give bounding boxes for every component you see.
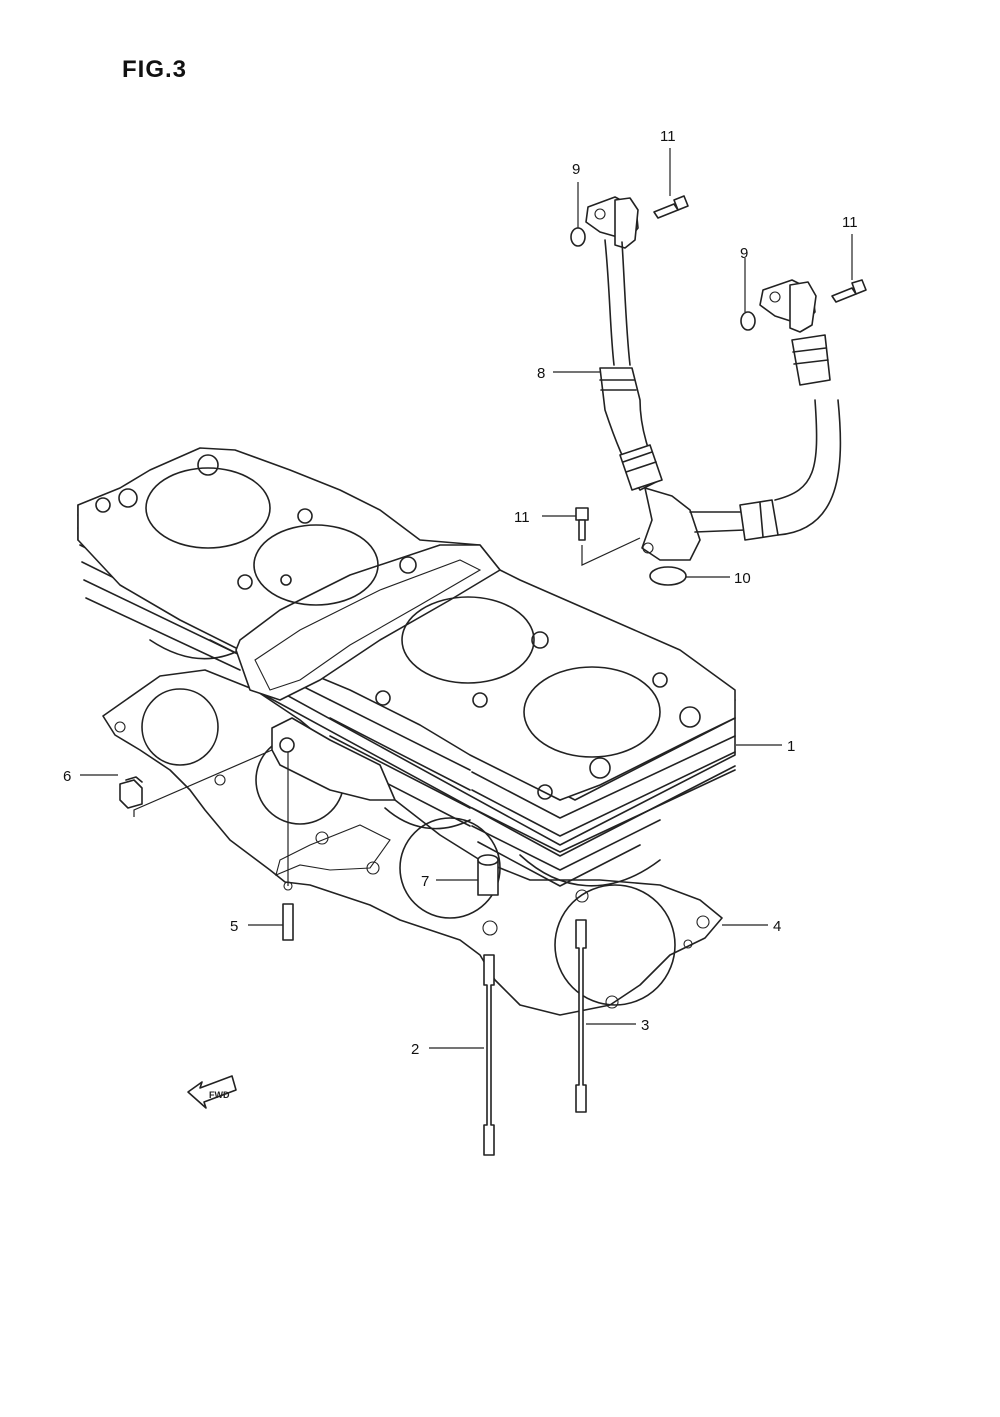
oil-hose-assembly	[585, 196, 842, 561]
cylinder-block	[77, 447, 736, 887]
bolt-11-tee	[575, 507, 589, 541]
dowel-5	[282, 903, 294, 941]
callout-8: 8	[537, 365, 545, 382]
callout-6: 6	[63, 768, 71, 785]
figure-title: FIG.3	[122, 56, 188, 83]
o-ring-10	[649, 566, 687, 586]
callout-9-right: 9	[740, 245, 748, 262]
callout-1: 1	[787, 738, 795, 755]
dowel-7	[477, 854, 499, 896]
stud-3	[575, 919, 587, 1113]
bolt-11-upper-left	[653, 195, 689, 219]
callout-11-right: 11	[842, 214, 858, 231]
callout-9-left: 9	[572, 161, 580, 178]
callout-4: 4	[773, 918, 781, 935]
washer-9-right	[740, 311, 756, 331]
callout-5: 5	[230, 918, 238, 935]
fwd-arrow-icon: FWD	[187, 1075, 237, 1109]
bolt-11-upper-right	[831, 279, 867, 303]
callout-11-tee: 11	[514, 509, 530, 526]
washer-9-left	[570, 227, 586, 247]
fwd-label: FWD	[209, 1090, 230, 1100]
callout-7: 7	[421, 873, 429, 890]
callout-2: 2	[411, 1041, 419, 1058]
leader-lines	[80, 148, 853, 1049]
stud-2	[483, 954, 495, 1156]
callout-10: 10	[734, 570, 751, 587]
callout-11-top: 11	[660, 128, 676, 145]
nut-6	[119, 776, 143, 809]
callout-3: 3	[641, 1017, 649, 1034]
